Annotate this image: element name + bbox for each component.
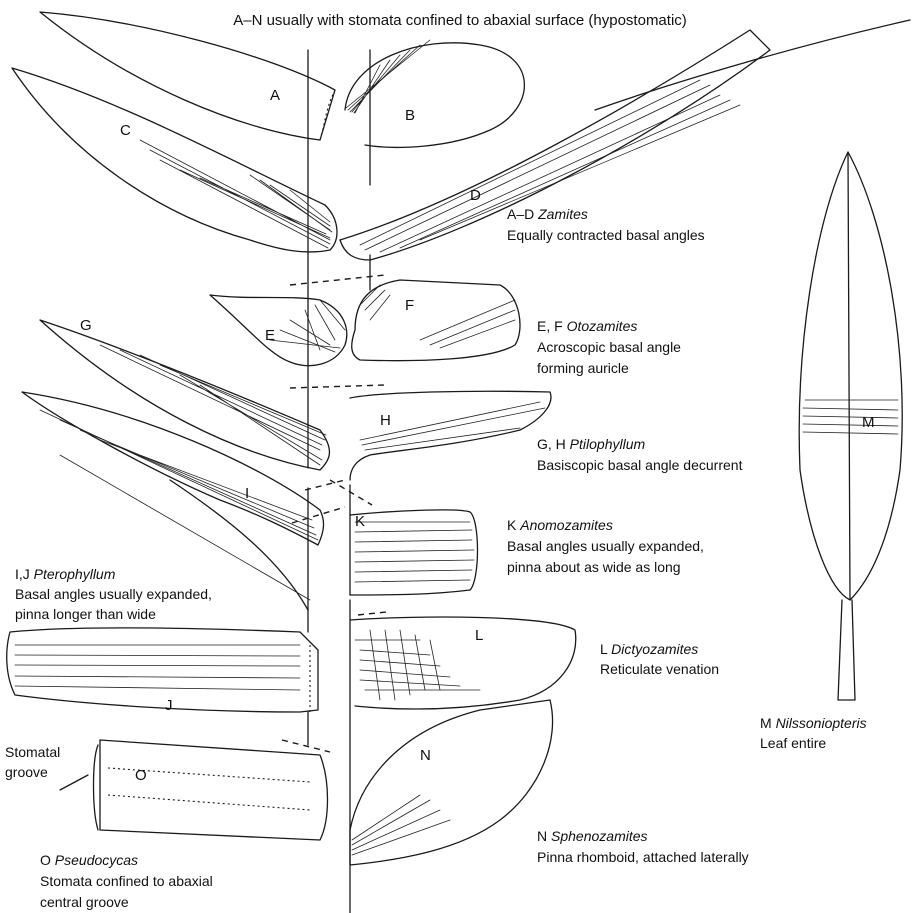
label-c: C bbox=[120, 122, 131, 139]
caption-nilssoniopteris: M Nilssoniopteris Leaf entire bbox=[760, 715, 867, 751]
svg-text:G, H Ptilophyllum: G, H Ptilophyllum bbox=[537, 436, 645, 452]
pinna-l bbox=[350, 617, 576, 709]
label-a: A bbox=[270, 87, 280, 104]
svg-text:Pinna rhomboid, attached later: Pinna rhomboid, attached laterally bbox=[537, 849, 749, 865]
label-e: E bbox=[265, 327, 275, 344]
caption-dictyozamites: L Dictyozamites Reticulate venation bbox=[600, 641, 719, 677]
svg-text:groove: groove bbox=[5, 764, 48, 780]
label-n: N bbox=[420, 747, 431, 764]
svg-text:N Sphenozamites: N Sphenozamites bbox=[537, 828, 648, 844]
pinna-e bbox=[210, 295, 347, 366]
pinna-d bbox=[340, 20, 910, 260]
label-j: J bbox=[165, 697, 173, 714]
stomatal-groove-label: Stomatal groove bbox=[5, 744, 60, 780]
svg-text:Basal angles usually expanded,: Basal angles usually expanded, bbox=[507, 538, 704, 554]
header-text: A–N usually with stomata confined to aba… bbox=[233, 12, 687, 29]
pinna-a bbox=[40, 12, 335, 140]
svg-text:forming auricle: forming auricle bbox=[537, 360, 629, 376]
svg-text:O Pseudocycas: O Pseudocycas bbox=[40, 852, 138, 868]
svg-text:Acroscopic basal angle: Acroscopic basal angle bbox=[537, 339, 681, 355]
svg-text:M Nilssoniopteris: M Nilssoniopteris bbox=[760, 715, 867, 731]
label-g: G bbox=[80, 317, 92, 334]
caption-anomozamites: K Anomozamites Basal angles usually expa… bbox=[507, 517, 704, 575]
svg-text:A–D Zamites: A–D Zamites bbox=[507, 206, 588, 222]
pinna-o bbox=[60, 740, 328, 840]
caption-otozamites: E, F Otozamites Acroscopic basal angle f… bbox=[537, 318, 681, 376]
svg-text:E, F Otozamites: E, F Otozamites bbox=[537, 318, 637, 334]
svg-text:Leaf entire: Leaf entire bbox=[760, 735, 826, 751]
pinna-b bbox=[345, 40, 524, 147]
caption-pterophyllum: I,J Pterophyllum Basal angles usually ex… bbox=[15, 566, 212, 622]
caption-zamites: A–D Zamites Equally contracted basal ang… bbox=[507, 206, 705, 243]
svg-text:Stomata confined to abaxial: Stomata confined to abaxial bbox=[40, 873, 213, 889]
svg-text:Basal angles usually expanded,: Basal angles usually expanded, bbox=[15, 586, 212, 602]
pinna-h bbox=[350, 391, 551, 480]
pinna-f bbox=[352, 280, 520, 361]
svg-text:Reticulate venation: Reticulate venation bbox=[600, 661, 719, 677]
label-f: F bbox=[405, 297, 414, 314]
svg-text:I,J Pterophyllum: I,J Pterophyllum bbox=[15, 566, 116, 582]
svg-text:central groove: central groove bbox=[40, 894, 129, 910]
label-b: B bbox=[405, 107, 415, 124]
pinna-n bbox=[350, 700, 553, 865]
caption-pseudocycas: O Pseudocycas Stomata confined to abaxia… bbox=[40, 852, 213, 910]
label-o: O bbox=[135, 767, 147, 784]
pinna-j bbox=[7, 628, 318, 712]
pinna-g bbox=[40, 320, 329, 470]
svg-text:pinna longer than wide: pinna longer than wide bbox=[15, 606, 156, 622]
label-m: M bbox=[862, 414, 875, 431]
svg-text:Stomatal: Stomatal bbox=[5, 744, 60, 760]
label-k: K bbox=[355, 513, 365, 530]
svg-text:Basiscopic basal angle decurre: Basiscopic basal angle decurrent bbox=[537, 457, 743, 473]
caption-ptilophyllum: G, H Ptilophyllum Basiscopic basal angle… bbox=[537, 436, 743, 473]
svg-text:L Dictyozamites: L Dictyozamites bbox=[600, 641, 698, 657]
svg-text:pinna about as wide as long: pinna about as wide as long bbox=[507, 559, 681, 575]
label-h: H bbox=[380, 412, 391, 429]
pinna-m bbox=[799, 152, 902, 700]
pinna-k bbox=[350, 510, 478, 595]
svg-text:Equally contracted basal angle: Equally contracted basal angles bbox=[507, 227, 705, 243]
svg-text:K Anomozamites: K Anomozamites bbox=[507, 517, 613, 533]
label-l: L bbox=[475, 627, 483, 644]
label-d: D bbox=[470, 187, 481, 204]
caption-sphenozamites: N Sphenozamites Pinna rhomboid, attached… bbox=[537, 828, 749, 865]
label-i: I bbox=[245, 485, 249, 502]
